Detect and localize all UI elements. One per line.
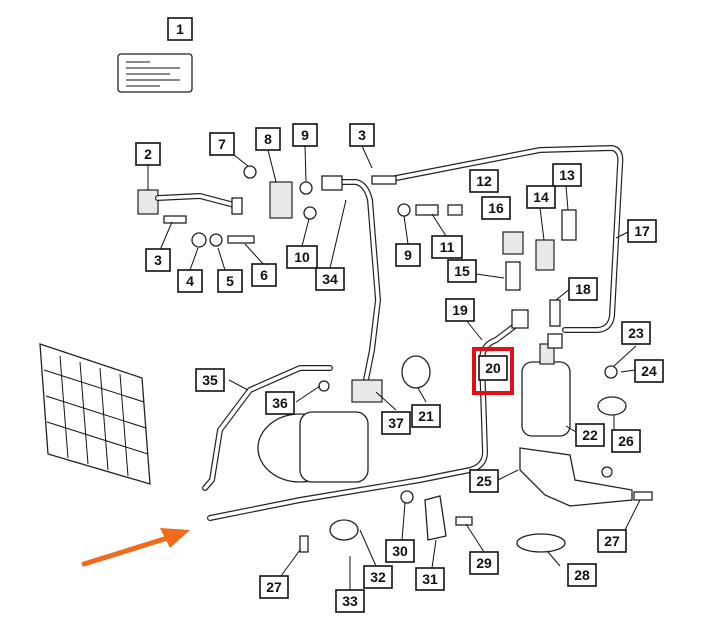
callout-5-text: 5 (226, 273, 234, 289)
callout-26-text: 26 (618, 433, 634, 449)
callout-11-text: 11 (440, 239, 455, 255)
callout-37-text: 37 (388, 415, 404, 431)
callout-6: 6 (251, 263, 277, 287)
callout-13: 13 (552, 163, 582, 187)
callout-27: 27 (597, 529, 627, 553)
callout-27-text: 27 (604, 533, 620, 549)
callout-23: 23 (621, 321, 651, 345)
callout-24-text: 24 (641, 363, 657, 379)
callout-3: 3 (145, 248, 171, 272)
callout-32: 32 (363, 565, 393, 589)
callout-32-text: 32 (370, 569, 386, 585)
fittings-center (397, 203, 463, 217)
callout-24: 24 (634, 359, 664, 383)
callout-15-text: 15 (454, 263, 470, 279)
arrow-indicator-icon (81, 528, 190, 567)
callout-35: 35 (195, 368, 225, 392)
callout-15: 15 (447, 259, 477, 283)
callout-36: 36 (265, 391, 295, 415)
callout-34-text: 34 (322, 271, 338, 287)
callout-2: 2 (135, 142, 161, 166)
fasteners-left (163, 165, 397, 248)
callout-30: 30 (385, 539, 415, 563)
label-plate (117, 53, 193, 93)
callout-1-text: 1 (176, 21, 184, 37)
callout-36-text: 36 (272, 395, 288, 411)
callout-12-text: 12 (476, 173, 492, 189)
callout-19-text: 19 (452, 302, 468, 318)
callout-4-text: 4 (186, 273, 194, 289)
callout-8: 8 (255, 127, 281, 151)
callout-8-text: 8 (264, 131, 272, 147)
callout-27-text: 27 (266, 579, 282, 595)
callout-21-text: 21 (418, 408, 434, 424)
callout-1: 1 (167, 17, 193, 41)
callout-37: 37 (381, 411, 411, 435)
callout-30-text: 30 (392, 543, 408, 559)
callout-28: 28 (567, 563, 597, 587)
compressor (257, 379, 383, 483)
callout-14: 14 (526, 185, 556, 209)
callout-5: 5 (217, 269, 243, 293)
callout-11: 11 (431, 235, 463, 259)
drier-bracket (519, 447, 653, 507)
callout-18: 18 (568, 277, 598, 301)
callout-18-text: 18 (575, 281, 591, 297)
callout-2-text: 2 (144, 146, 152, 162)
callout-25: 25 (469, 469, 499, 493)
callout-16-text: 16 (488, 200, 504, 216)
callout-22: 22 (575, 423, 605, 447)
callout-17: 17 (627, 219, 657, 243)
clamps (516, 365, 627, 553)
callout-7: 7 (209, 132, 235, 156)
callout-4: 4 (177, 269, 203, 293)
callout-3: 3 (349, 123, 375, 147)
callout-9: 9 (292, 123, 318, 147)
callout-14-text: 14 (533, 189, 549, 205)
receiver-drier (511, 299, 571, 437)
callout-22-text: 22 (582, 427, 598, 443)
condenser (39, 343, 151, 485)
callout-17-text: 17 (634, 223, 650, 239)
switches (502, 209, 577, 291)
callout-10-text: 10 (294, 249, 310, 265)
callout-35-text: 35 (202, 372, 218, 388)
lower-hardware (299, 355, 473, 553)
callout-25-text: 25 (476, 473, 492, 489)
callout-19: 19 (445, 298, 475, 322)
callout-9-text: 9 (404, 247, 412, 263)
callout-3-text: 3 (358, 127, 366, 143)
highlight-frame (472, 347, 514, 395)
callout-21: 21 (411, 404, 441, 428)
callout-3-text: 3 (154, 252, 162, 268)
hose-bracket (137, 189, 243, 215)
callout-26: 26 (611, 429, 641, 453)
callout-13-text: 13 (559, 167, 575, 183)
callout-31-text: 31 (422, 571, 438, 587)
callout-9-text: 9 (301, 127, 309, 143)
callout-28-text: 28 (574, 567, 590, 583)
callout-6-text: 6 (260, 267, 268, 283)
callout-9: 9 (395, 243, 421, 267)
callout-16: 16 (481, 196, 511, 220)
callout-7-text: 7 (218, 136, 226, 152)
callout-20-highlighted: 20 (472, 347, 514, 395)
callout-29: 29 (469, 551, 499, 575)
callout-33-text: 33 (342, 593, 358, 609)
callout-27: 27 (259, 575, 289, 599)
callout-12: 12 (469, 169, 499, 193)
callout-31: 31 (415, 567, 445, 591)
callout-34: 34 (315, 267, 345, 291)
callout-29-text: 29 (476, 555, 492, 571)
callout-23-text: 23 (628, 325, 644, 341)
callout-33: 33 (335, 589, 365, 613)
callout-20-text: 20 (485, 360, 501, 376)
callout-10: 10 (286, 245, 318, 269)
